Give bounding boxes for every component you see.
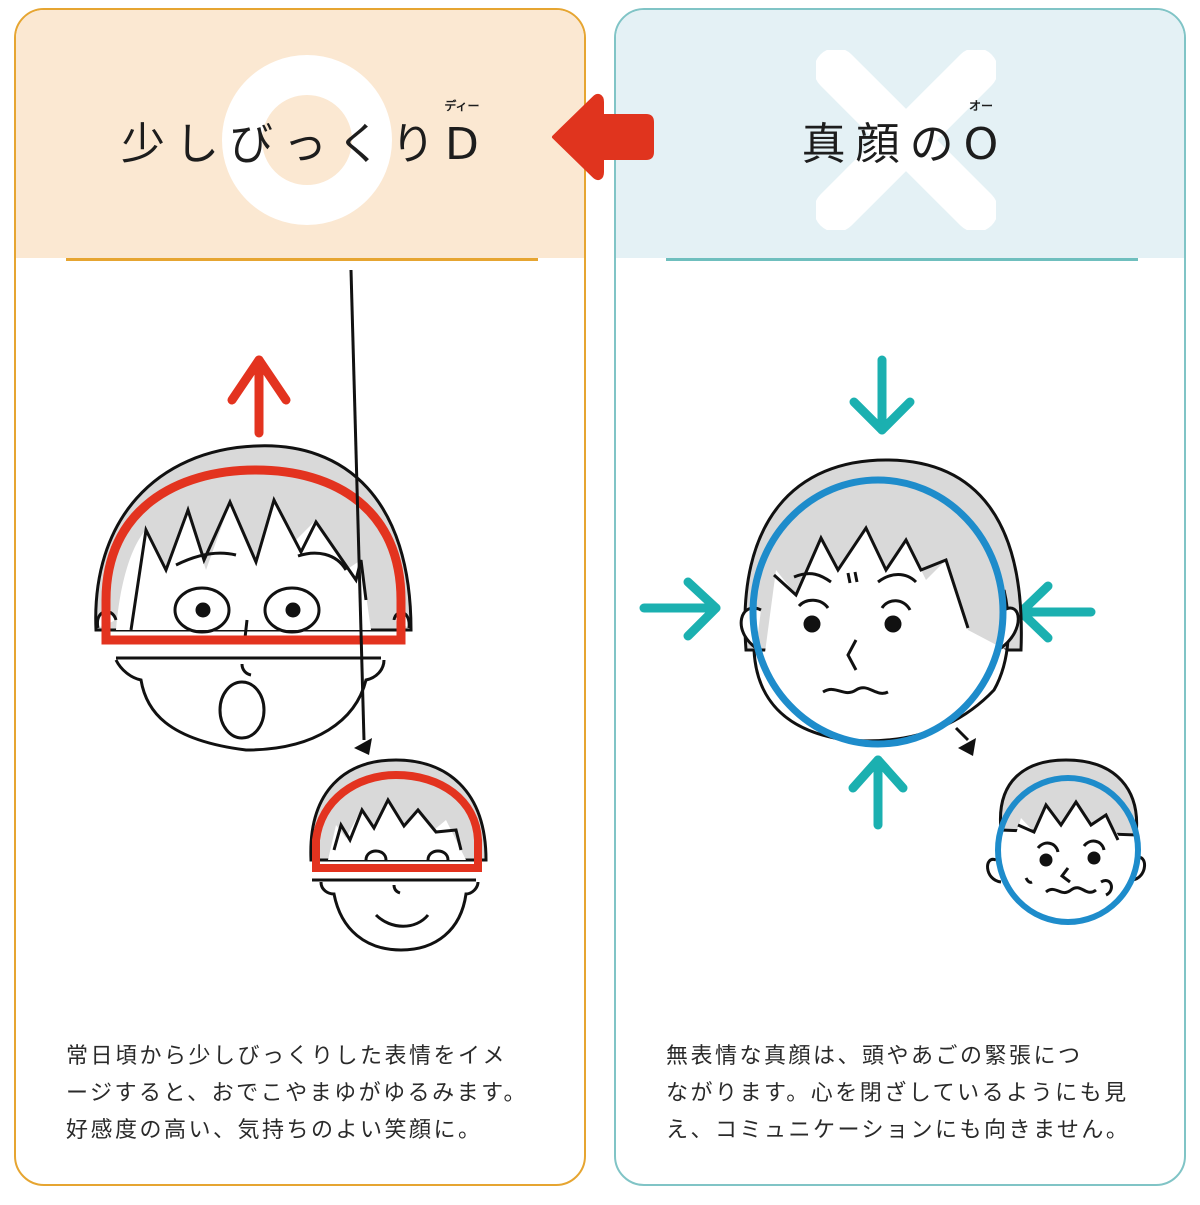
small-nervous-face (986, 758, 1146, 910)
header-divider (66, 258, 538, 261)
description-line: 好感度の高い、気持ちのよい笑顔に。 (66, 1118, 483, 1143)
title-ruby: ディー (444, 99, 480, 113)
small-arrow-icon (349, 270, 372, 755)
good-description: 常日頃から少しびっくりした表情をイメ ージすると、おでこやまゆがゆるみます。 好… (66, 1038, 556, 1149)
description-line: ながります。心を閉ざしているようにも見 (666, 1081, 1129, 1106)
title-text: 真顔の (801, 119, 964, 170)
description-line: え、コミュニケーションにも向きません。 (666, 1118, 1131, 1143)
description-line: 常日頃から少しびっくりした表情をイメ (66, 1044, 508, 1069)
small-arrow-icon (954, 726, 976, 756)
arrow-up-icon (227, 355, 291, 438)
large-face-upper (94, 444, 413, 639)
cross-bad-icon (816, 50, 996, 230)
description-line: 無表情な真顔は、頭やあごの緊張につ (666, 1044, 1083, 1069)
large-face-lower (114, 656, 386, 752)
surprised-face-illustration (94, 270, 488, 952)
blue-outline-small (995, 775, 1141, 925)
straight-face-illustration (639, 355, 1146, 925)
title-text: 少しびっくり (121, 119, 446, 170)
red-outline-small (312, 770, 482, 872)
blue-outline-large (749, 476, 1007, 748)
header-divider (666, 258, 1138, 261)
compress-arrows-icon (639, 355, 1096, 830)
arrow-left-icon (552, 93, 654, 181)
description-line: ージすると、おでこやまゆがゆるみます。 (66, 1081, 528, 1106)
bad-description: 無表情な真顔は、頭やあごの緊張につ ながります。心を閉ざしているようにも見 え、… (666, 1038, 1156, 1149)
small-smiling-face (309, 758, 488, 952)
title-ruby: オー (968, 99, 993, 113)
red-outline-upper (101, 465, 406, 645)
